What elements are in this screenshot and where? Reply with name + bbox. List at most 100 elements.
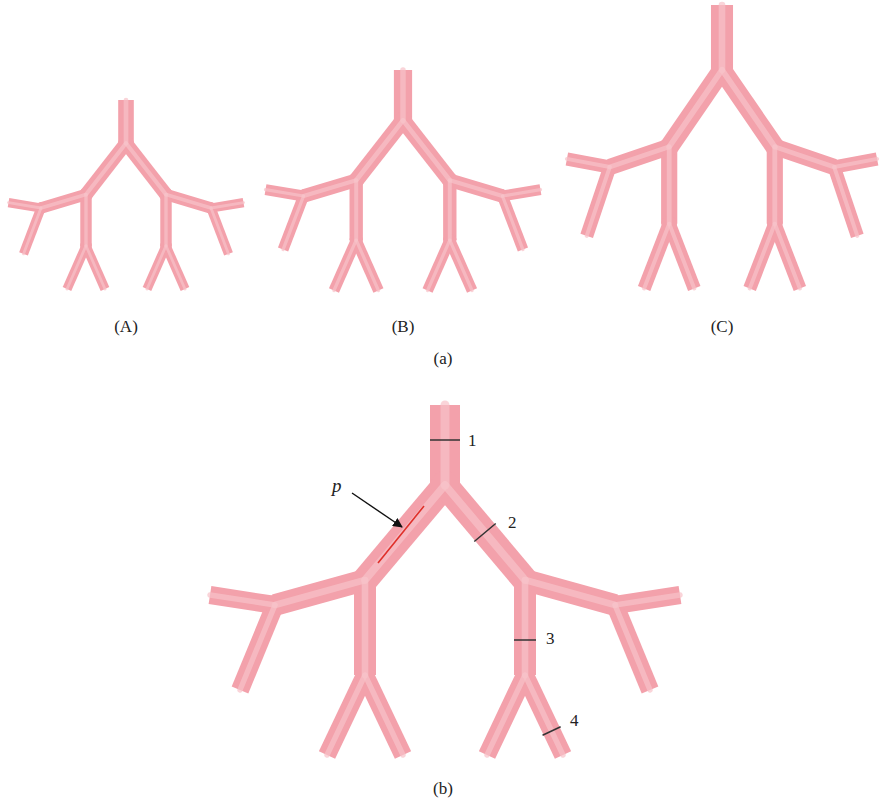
vessel-highlight bbox=[356, 120, 403, 180]
vessel-highlight bbox=[210, 595, 275, 605]
vessel-segment bbox=[587, 167, 610, 236]
vessel-segment bbox=[80, 195, 91, 246]
vessel-highlight bbox=[450, 180, 503, 196]
vessel-segment bbox=[86, 143, 126, 194]
vessel-segment bbox=[126, 143, 166, 194]
panel-label: (A) bbox=[114, 318, 138, 335]
vessel-segment bbox=[350, 180, 363, 240]
vessel-highlight bbox=[587, 167, 610, 236]
vessel-segment bbox=[443, 180, 456, 240]
vessel-segment bbox=[394, 70, 412, 120]
figure-label: (b) bbox=[433, 780, 453, 797]
vessel-segment bbox=[118, 100, 134, 143]
vessel-highlight bbox=[400, 70, 405, 120]
vessel-segment bbox=[661, 147, 677, 224]
section-mark bbox=[474, 523, 495, 541]
vessel-highlight bbox=[502, 190, 540, 196]
vessel-segment bbox=[283, 196, 303, 250]
vessel-highlight bbox=[211, 203, 244, 208]
vessel-highlight bbox=[775, 147, 834, 167]
vessel-segment bbox=[644, 224, 669, 289]
vessel-highlight bbox=[522, 580, 529, 675]
vessel-highlight bbox=[354, 180, 358, 240]
vessel-highlight bbox=[126, 143, 166, 194]
panel-label: (C) bbox=[711, 318, 734, 335]
vessel-segment bbox=[502, 190, 540, 196]
vessel-segment bbox=[160, 195, 171, 246]
callout-number: 4 bbox=[570, 712, 579, 729]
panel-label: (B) bbox=[392, 318, 415, 335]
vessel-highlight bbox=[211, 208, 229, 254]
vessel-segment bbox=[304, 180, 357, 196]
vessel-highlight bbox=[304, 180, 357, 196]
vessel-highlight bbox=[166, 246, 185, 289]
vessel-highlight bbox=[615, 605, 650, 690]
vessel-segment bbox=[525, 580, 615, 605]
vessel-highlight bbox=[164, 195, 167, 246]
vessel-highlight bbox=[775, 224, 800, 289]
vessel-segment bbox=[430, 405, 460, 485]
vessel-highlight bbox=[365, 675, 403, 755]
vessel-highlight bbox=[487, 675, 525, 755]
vessel-highlight bbox=[166, 195, 211, 209]
section-mark bbox=[430, 439, 460, 441]
vessel-highlight bbox=[615, 595, 680, 605]
vessel-segment bbox=[610, 147, 669, 167]
figure-label: (a) bbox=[434, 350, 453, 367]
vessel-highlight bbox=[362, 580, 369, 675]
vessel-segment bbox=[41, 195, 86, 209]
vessel-highlight bbox=[275, 580, 365, 605]
vessel-highlight bbox=[334, 240, 356, 290]
vessel-segment bbox=[525, 675, 563, 755]
vessel-segment bbox=[615, 595, 680, 605]
vessel-highlight bbox=[772, 147, 777, 224]
vessel-highlight bbox=[266, 190, 304, 196]
vessel-highlight bbox=[719, 5, 726, 70]
vessel-highlight bbox=[403, 120, 450, 180]
vessel-highlight bbox=[669, 70, 722, 147]
vessel-segment bbox=[24, 208, 42, 254]
vessel-highlight bbox=[525, 675, 563, 755]
vessel-tree bbox=[567, 5, 877, 289]
vessel-segment bbox=[266, 190, 304, 196]
vessel-highlight bbox=[356, 240, 378, 290]
section-mark bbox=[514, 639, 536, 641]
vessel-highlight bbox=[9, 203, 42, 208]
callout-number: 2 bbox=[508, 514, 517, 531]
vessel-segment bbox=[86, 246, 105, 289]
vessel-segment bbox=[354, 580, 376, 675]
vessel-segment bbox=[514, 580, 536, 675]
vessel-segment bbox=[211, 208, 229, 254]
vessel-segment bbox=[356, 120, 403, 180]
vessel-highlight bbox=[24, 208, 42, 254]
vessel-segment bbox=[403, 120, 450, 180]
vessel-highlight bbox=[86, 246, 105, 289]
vessel-segment bbox=[669, 70, 722, 147]
vessel-segment bbox=[450, 240, 472, 290]
vessel-segment bbox=[834, 167, 857, 236]
vessel-highlight bbox=[525, 580, 615, 605]
vessel-highlight bbox=[147, 246, 166, 289]
vessel-segment bbox=[450, 180, 503, 196]
vessel-segment bbox=[210, 595, 275, 605]
callout-number: 3 bbox=[546, 630, 555, 647]
vessel-segment bbox=[147, 246, 166, 289]
vessel-highlight bbox=[834, 167, 857, 236]
vessel-highlight bbox=[644, 224, 669, 289]
vessel-highlight bbox=[669, 224, 694, 289]
vessel-segment bbox=[615, 605, 650, 690]
vessel-highlight bbox=[722, 70, 775, 147]
vessel-segment bbox=[750, 224, 775, 289]
vessel-segment bbox=[487, 675, 525, 755]
section-mark bbox=[543, 727, 561, 736]
vessel-highlight bbox=[84, 195, 87, 246]
vessel-highlight bbox=[428, 240, 450, 290]
vessel-highlight bbox=[283, 196, 303, 250]
vessel-highlight bbox=[448, 180, 452, 240]
vessel-segment bbox=[767, 147, 783, 224]
vessel-highlight bbox=[450, 240, 472, 290]
vessel-segment bbox=[775, 147, 834, 167]
callout-number: 1 bbox=[468, 432, 477, 449]
vessel-segment bbox=[275, 580, 365, 605]
